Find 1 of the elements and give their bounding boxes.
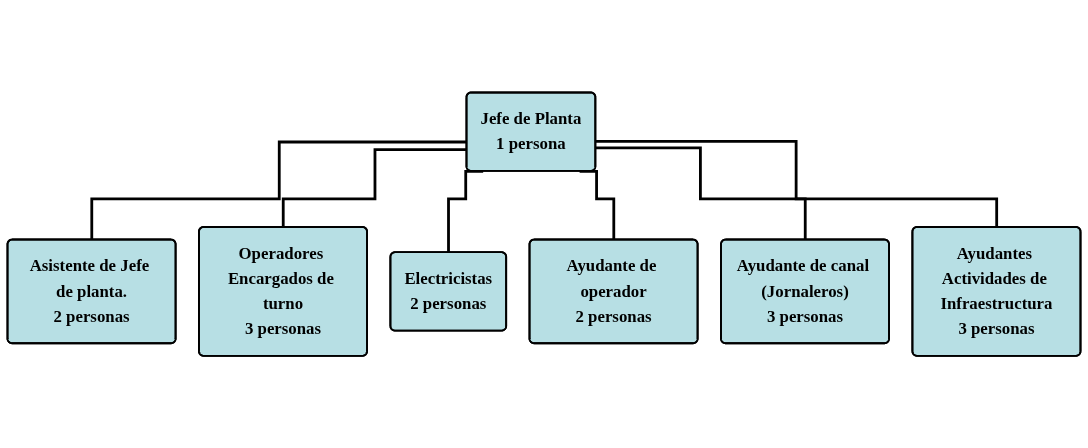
connector	[447, 169, 484, 254]
